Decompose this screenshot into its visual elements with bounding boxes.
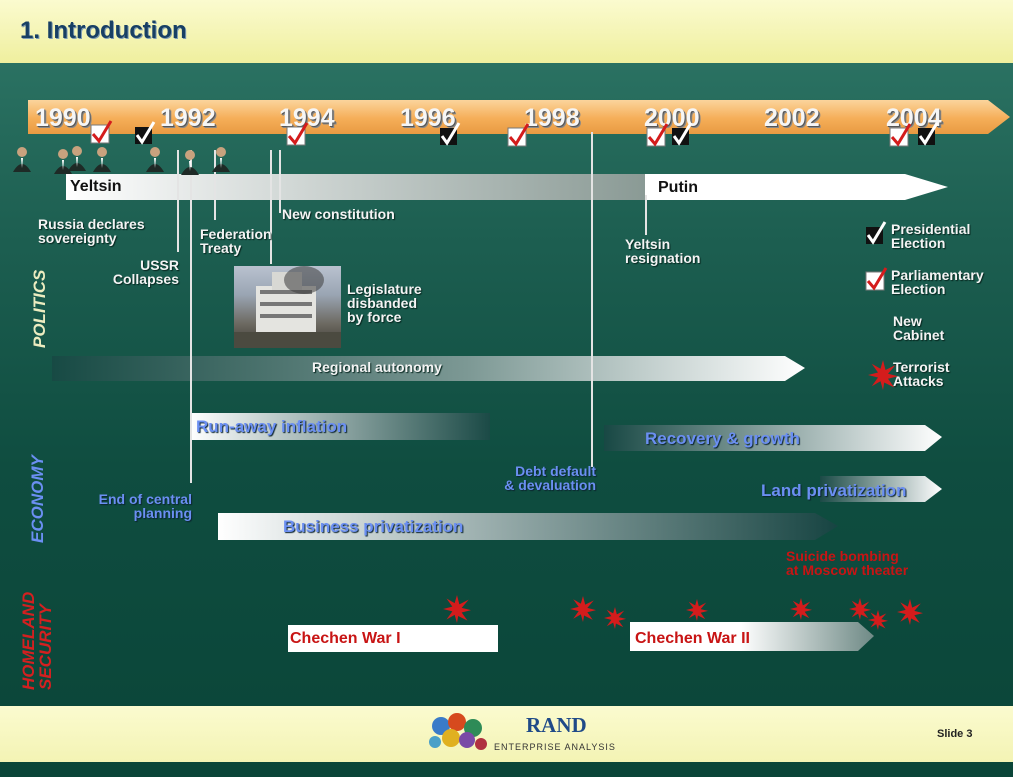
legend-presidential-check-icon	[866, 221, 887, 245]
explosion-icon	[897, 599, 923, 625]
slide-number: Slide 3	[937, 728, 973, 740]
year-1996: 1996	[400, 104, 456, 132]
header-band: 1. Introduction	[0, 0, 1013, 63]
presidential-check-icon	[440, 122, 461, 146]
footer-brand: RAND	[526, 713, 587, 737]
label-runaway-inflation: Run-away inflation	[196, 417, 348, 436]
line-constitution	[279, 150, 281, 213]
legend-new-cabinet: New Cabinet	[893, 313, 945, 343]
white-house-photo	[234, 266, 341, 348]
label-legislature-disbanded: Legislature disbanded by force	[347, 281, 422, 325]
parliamentary-check-icon	[90, 120, 113, 144]
chechen-war-2-bar	[630, 622, 874, 651]
footer-subtitle: ENTERPRISE ANALYSIS	[494, 742, 616, 752]
label-recovery-growth: Recovery & growth	[645, 429, 800, 448]
legend-presidential-election: Presidential Election	[891, 221, 971, 251]
legend-parliamentary-election: Parliamentary Election	[891, 267, 984, 297]
legend-parliamentary-check-icon	[865, 267, 888, 291]
label-moscow-theater: Suicide bombing at Moscow theater	[786, 548, 909, 578]
label-federation-treaty: Federation Treaty	[200, 226, 272, 256]
regional-autonomy-bar	[52, 356, 805, 381]
explosion-icon	[849, 598, 871, 620]
section-politics: POLITICS	[30, 269, 49, 348]
section-economy: ECONOMY	[28, 455, 47, 543]
new-cabinet-icon	[146, 147, 164, 172]
new-cabinet-icon	[68, 146, 86, 171]
label-ussr-collapses: USSR Collapses	[112, 257, 179, 287]
label-debt-default: Debt default & devaluation	[504, 463, 596, 493]
inflation-bar	[190, 413, 490, 440]
explosion-icon	[443, 595, 471, 623]
label-end-central-planning: End of central planning	[98, 491, 192, 521]
label-business-privatization: Business privatization	[283, 517, 464, 536]
presidential-check-icon	[135, 121, 156, 145]
year-1998: 1998	[524, 104, 580, 132]
parliamentary-check-icon	[507, 123, 530, 147]
year-2000: 2000	[644, 104, 700, 132]
line-debt-default	[591, 132, 593, 467]
line-ussr	[177, 150, 179, 252]
year-2004: 2004	[886, 104, 942, 132]
new-cabinet-icon	[181, 150, 199, 175]
new-cabinet-icon	[54, 149, 72, 174]
line-central-planning	[190, 150, 192, 483]
parliamentary-check-icon	[889, 123, 912, 147]
parliamentary-check-icon	[286, 122, 309, 146]
parliamentary-check-icon	[646, 123, 669, 147]
label-sovereignty: Russia declares sovereignty	[38, 216, 145, 246]
presidential-check-icon	[672, 122, 693, 146]
new-cabinet-icon	[212, 147, 230, 172]
land-bar	[820, 476, 942, 502]
year-1990: 1990	[35, 104, 91, 132]
footer-band: RAND ENTERPRISE ANALYSIS Slide 3	[0, 706, 1013, 762]
presidential-check-icon	[918, 122, 939, 146]
label-chechen-war-2: Chechen War II	[635, 630, 750, 647]
label-chechen-war-1: Chechen War I	[290, 630, 401, 647]
timeline-arrow	[28, 100, 1010, 134]
putin-bar	[645, 174, 948, 200]
year-2002: 2002	[764, 104, 820, 132]
legend-terrorist-explosion-icon	[868, 360, 898, 390]
legend-terrorist-attacks: Terrorist Attacks	[893, 359, 950, 389]
rand-logo-icon	[429, 713, 487, 750]
recovery-bar	[604, 425, 942, 451]
chechen-war-1-bar	[288, 625, 498, 652]
line-legislature	[270, 150, 272, 264]
label-yeltsin: Yeltsin	[70, 178, 122, 195]
label-land-privatization: Land privatization	[761, 481, 907, 500]
label-new-constitution: New constitution	[282, 206, 395, 222]
label-yeltsin-resignation: Yeltsin resignation	[625, 236, 701, 266]
new-cabinet-icon	[93, 147, 111, 172]
explosion-icon	[790, 598, 812, 620]
label-regional-autonomy: Regional autonomy	[312, 359, 442, 375]
line-federation	[214, 150, 216, 220]
explosion-icon	[868, 610, 888, 630]
label-putin: Putin	[658, 179, 698, 196]
business-bar	[218, 513, 838, 540]
new-cabinet-icon	[13, 147, 31, 172]
line-resignation	[645, 195, 647, 235]
explosion-icon	[604, 607, 626, 629]
section-homeland-security: HOMELAND SECURITY	[19, 591, 55, 690]
explosion-icon	[686, 599, 708, 621]
year-1992: 1992	[160, 104, 216, 132]
yeltsin-bar	[66, 174, 645, 200]
explosion-icon	[570, 596, 596, 622]
slide-title: 1. Introduction	[20, 17, 187, 44]
